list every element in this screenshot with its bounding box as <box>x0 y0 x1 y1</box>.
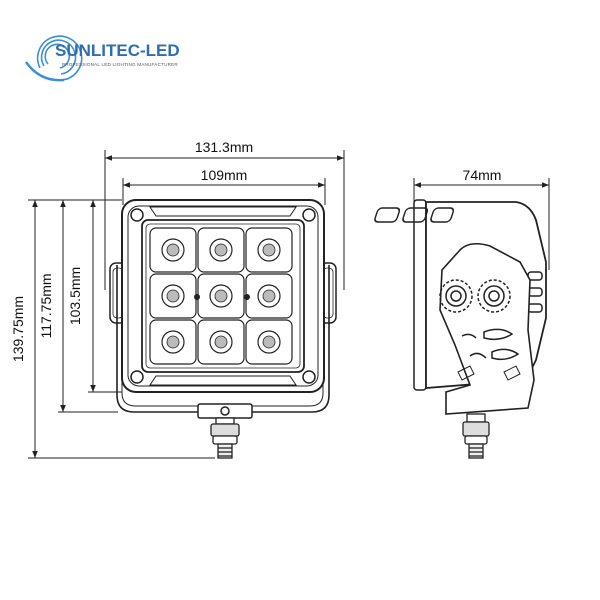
brand-logo: SUNLITEC-LED PROFESSIONAL LED LIGHTING M… <box>25 35 180 82</box>
led-chip-icon <box>214 243 228 257</box>
screw-icon <box>130 208 144 222</box>
depth-label: 74mm <box>463 167 502 183</box>
led-grid <box>149 227 293 365</box>
brand-name: SUNLITEC-LED <box>55 41 180 60</box>
screw-icon <box>130 370 144 384</box>
heat-sink-fin <box>402 207 429 223</box>
led-chip-icon <box>166 335 180 349</box>
led-chip-icon <box>262 289 276 303</box>
adjustment-knob-icon <box>439 279 473 313</box>
led-chip-icon <box>214 289 228 303</box>
front-lens <box>141 219 305 373</box>
housing-height-label: 103.5mm <box>67 267 83 325</box>
mid-height-label: 117.75mm <box>38 273 54 338</box>
adjustment-knob-icon <box>477 279 511 313</box>
led-chip-icon <box>166 243 180 257</box>
screw-icon <box>302 370 316 384</box>
led-chip-icon <box>214 335 228 349</box>
dimension-lines <box>28 150 550 459</box>
front-mounting-stud <box>210 417 240 459</box>
sun-swirl-icon <box>25 35 83 82</box>
screw-icon <box>302 208 316 222</box>
overall-width-label: 131.3mm <box>195 139 253 155</box>
led-chip-icon <box>166 289 180 303</box>
overall-height-label: 139.75mm <box>10 296 26 362</box>
housing-width-label: 109mm <box>201 167 248 183</box>
side-mounting-stud <box>462 413 490 459</box>
heat-sink-fin <box>430 207 455 223</box>
led-chip-icon <box>262 243 276 257</box>
brand-tagline: PROFESSIONAL LED LIGHTING MANUFACTURER <box>62 62 178 67</box>
lens-screw-icon <box>244 294 250 300</box>
side-back-plate <box>413 199 427 391</box>
led-chip-icon <box>262 335 276 349</box>
side-bracket <box>439 242 535 415</box>
lens-screw-icon <box>194 294 200 300</box>
side-view <box>374 199 547 415</box>
heat-sink-fin <box>374 207 401 223</box>
